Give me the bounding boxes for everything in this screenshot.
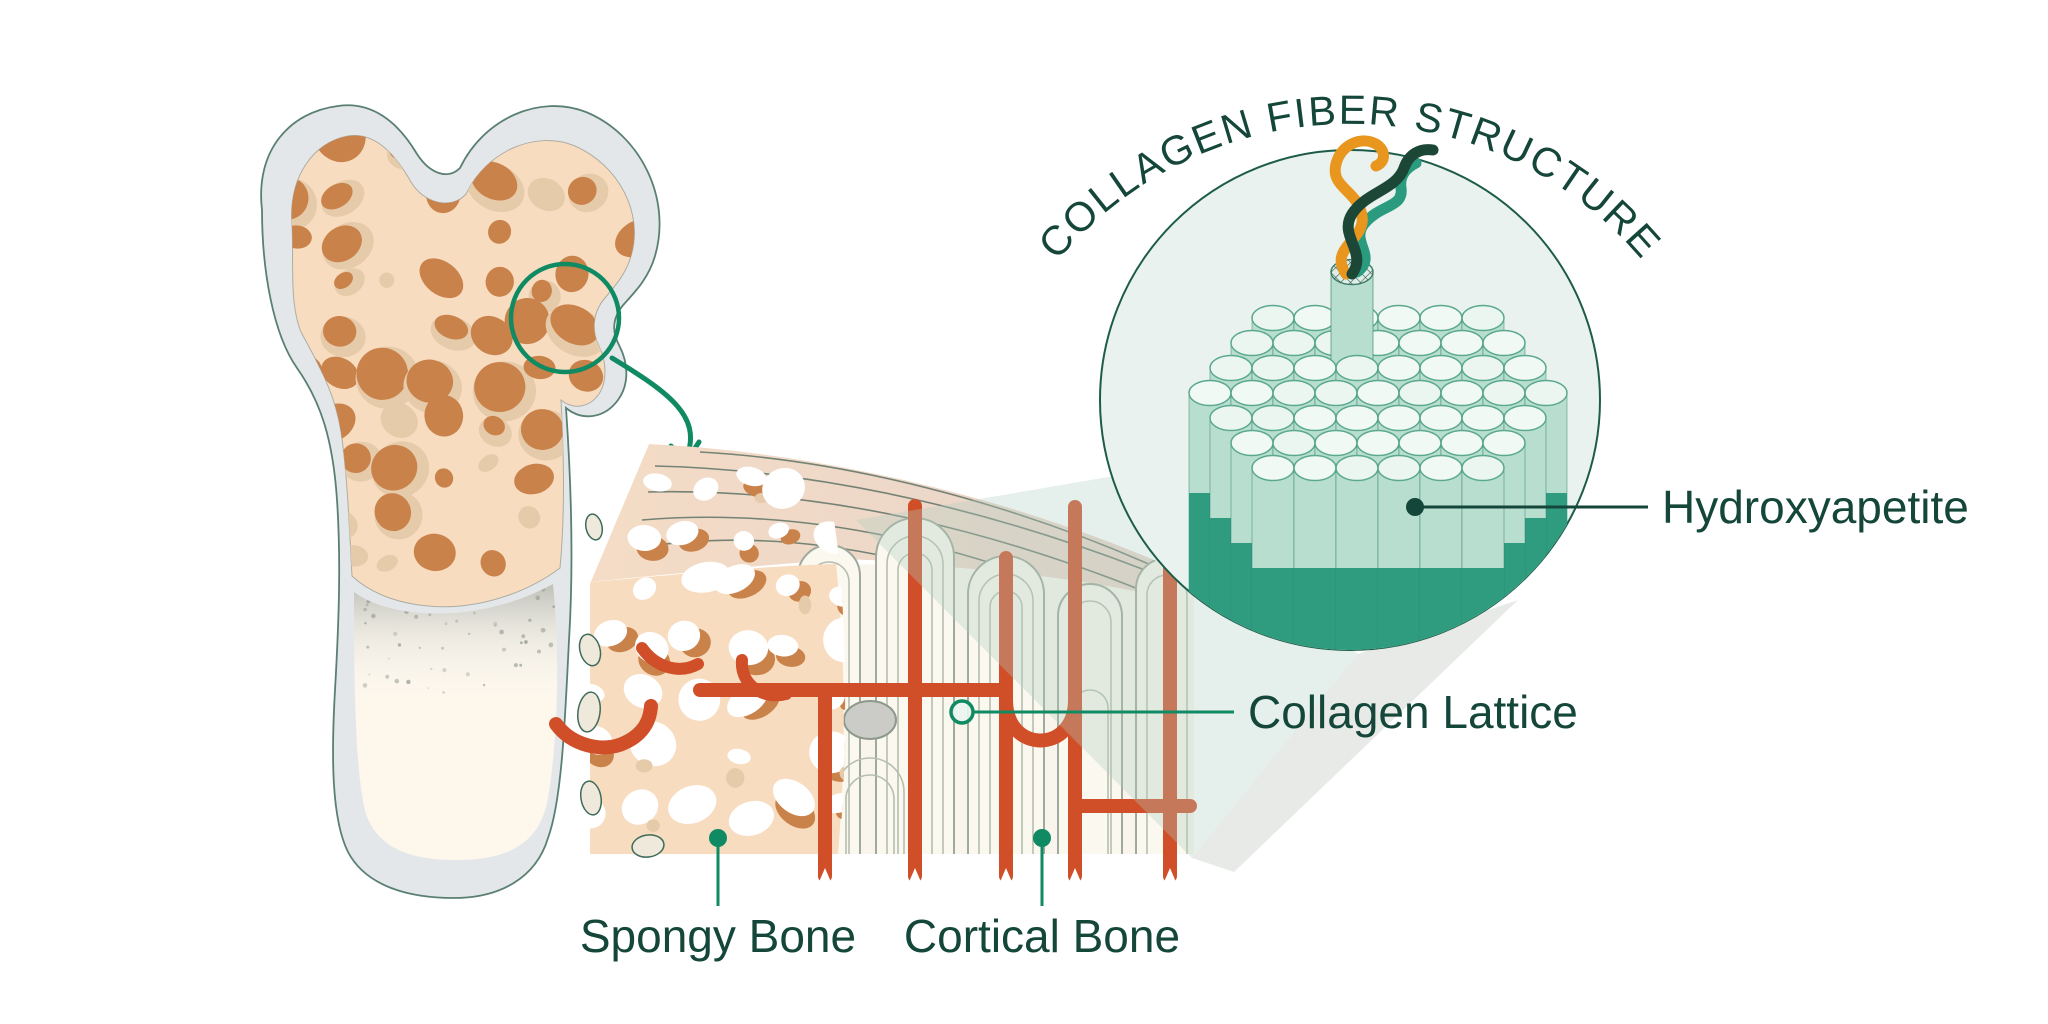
label-hydroxyapetite: Hydroxyapetite: [1662, 481, 1969, 533]
medullary-speckle-fade: [354, 584, 558, 860]
leader-dot: [709, 829, 727, 847]
leader-ring: [949, 699, 975, 725]
triple-helix-fiber: [1329, 135, 1439, 280]
magnifier-arrow: [609, 355, 694, 459]
callout-hydroxyapetite: Hydroxyapetite: [1406, 481, 1969, 533]
leader-dot: [1033, 829, 1051, 847]
cortical-bone-block: [549, 444, 1197, 889]
label-spongy-bone: Spongy Bone: [580, 910, 856, 962]
edge-notches: [577, 513, 665, 858]
callout-spongy-bone: Spongy Bone: [580, 829, 856, 962]
label-cortical-bone: Cortical Bone: [904, 910, 1180, 962]
callout-collagen-lattice: Collagen Lattice: [949, 686, 1578, 738]
helix-strand-green: [1342, 144, 1439, 280]
fibril-bundle: [1188, 258, 1568, 650]
haversian-canal-cross-section: [843, 700, 897, 740]
femur-spongy-region: [291, 135, 635, 608]
vessel-tail-notches: [816, 868, 1179, 889]
blood-vessels: [549, 499, 1197, 883]
magnifier-circle: [508, 261, 622, 375]
label-collagen-lattice: Collagen Lattice: [1248, 686, 1578, 738]
callout-cortical-bone: Cortical Bone: [904, 829, 1180, 962]
leader-dot: [1406, 498, 1424, 516]
